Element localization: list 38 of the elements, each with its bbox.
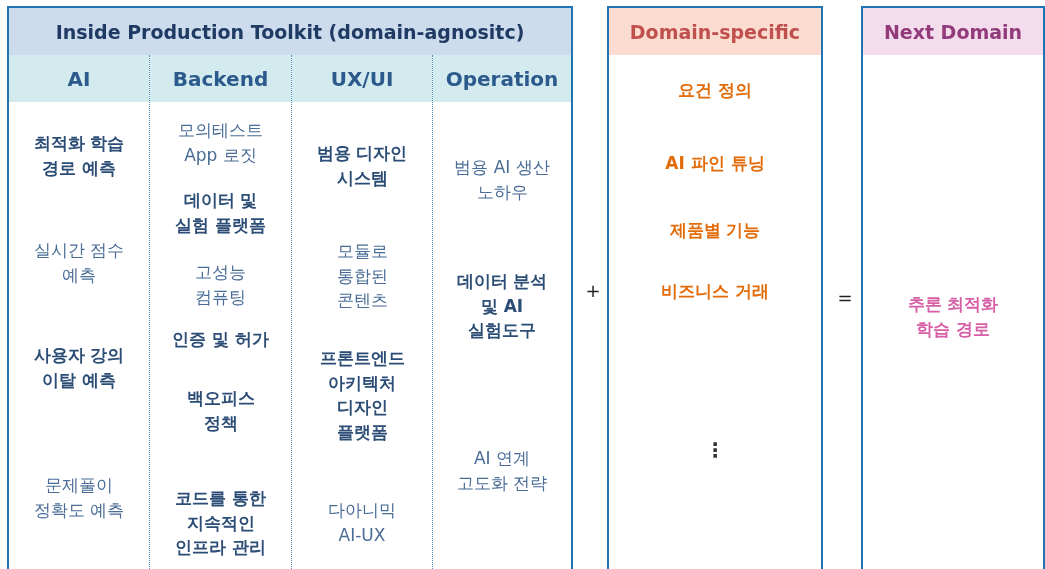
panel <box>7 6 573 569</box>
panel-header: Next Domain <box>863 8 1043 55</box>
body-text: 요건 정의 <box>677 78 753 102</box>
bold-text: 최적화 학습 경로 예측 <box>32 132 126 180</box>
operator-sign: + <box>584 280 602 301</box>
panel-header: Inside Production Toolkit (domain-agnositc) <box>9 8 571 55</box>
body-text: 모듈로 통합된 콘텐츠 <box>335 240 389 313</box>
body-text: 제품별 기능 <box>668 218 762 242</box>
body-text: 실시간 점수 예측 <box>32 239 126 287</box>
body-text: AI 연계 고도화 전략 <box>455 447 549 495</box>
ellipsis-text: ⋮ <box>704 436 726 464</box>
body-text: 고성능 컴퓨팅 <box>194 261 247 309</box>
body-text: 문제풀이 정확도 예측 <box>32 474 126 522</box>
column-header: Operation <box>433 55 571 102</box>
bold-text: 데이터 분석 및 AI 실험도구 <box>455 270 549 343</box>
body-text: 추론 최적화 학습 경로 <box>906 293 1000 341</box>
bold-text: 프론트엔드 아키텍처 디자인 플랫폼 <box>318 346 406 444</box>
operator-sign: = <box>836 287 854 308</box>
body-text: 범용 AI 생산 노하우 <box>453 156 551 204</box>
column <box>149 55 291 569</box>
column-header: AI <box>9 55 149 102</box>
body-text: 비즈니스 거래 <box>660 279 770 303</box>
panel-header: Domain-specific <box>609 8 821 55</box>
column-header: Backend <box>150 55 291 102</box>
column-header: UX/UI <box>292 55 432 102</box>
body-text: 모의테스트 App 로짓 <box>177 119 264 167</box>
body-text: 다아니믹 AI-UX <box>327 499 397 547</box>
bold-text: 인증 및 허가 <box>171 327 270 351</box>
bold-text: 범용 디자인 시스템 <box>315 142 409 190</box>
body-text: AI 파인 튜닝 <box>664 151 766 175</box>
panel <box>861 6 1045 569</box>
bold-text: 코드를 통한 지속적인 인프라 관리 <box>174 487 267 560</box>
bold-text: 사용자 강의 이탈 예측 <box>32 344 126 392</box>
column <box>432 55 571 569</box>
bold-text: 데이터 및 실험 플랫폼 <box>174 189 267 237</box>
column <box>291 55 432 569</box>
bold-text: 백오피스 정책 <box>185 387 256 435</box>
panel <box>607 6 823 569</box>
